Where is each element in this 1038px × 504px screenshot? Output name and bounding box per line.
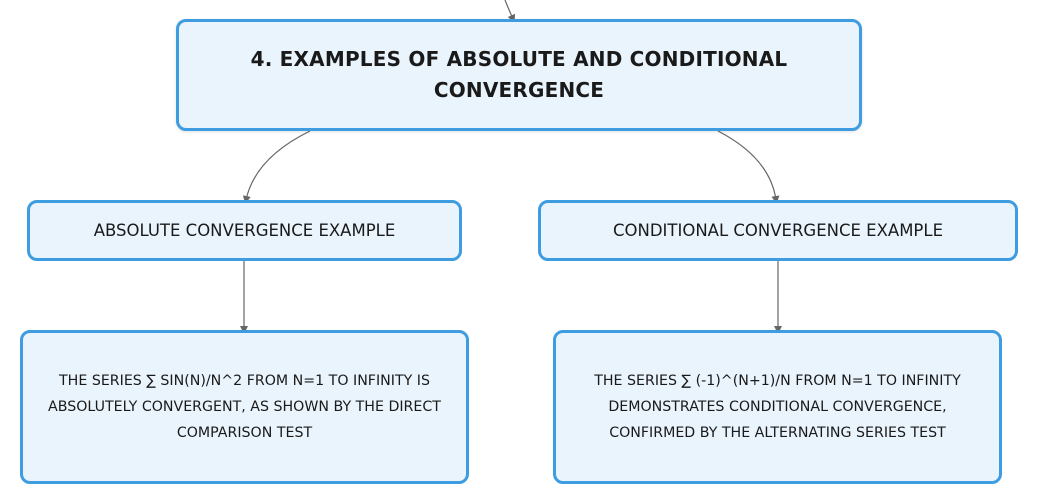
title-node-label: 4. EXAMPLES OF ABSOLUTE AND CONDITIONAL … xyxy=(250,47,788,102)
connector-title-to-absolute xyxy=(242,130,311,204)
absolute-example-detail-text: THE SERIES ∑ SIN(N)/N^2 FROM N=1 TO INFI… xyxy=(48,373,441,441)
conditional-convergence-node[interactable]: CONDITIONAL CONVERGENCE EXAMPLE xyxy=(538,200,1018,261)
conditional-convergence-label: CONDITIONAL CONVERGENCE EXAMPLE xyxy=(612,220,944,240)
absolute-convergence-label: ABSOLUTE CONVERGENCE EXAMPLE xyxy=(93,220,396,240)
title-node[interactable]: 4. EXAMPLES OF ABSOLUTE AND CONDITIONAL … xyxy=(176,19,862,131)
absolute-convergence-node[interactable]: ABSOLUTE CONVERGENCE EXAMPLE xyxy=(27,200,462,261)
conditional-example-detail-node[interactable]: THE SERIES ∑ (-1)^(N+1)/N FROM N=1 TO IN… xyxy=(553,330,1002,484)
connector-title-to-conditional xyxy=(717,130,780,204)
absolute-example-detail-node[interactable]: THE SERIES ∑ SIN(N)/N^2 FROM N=1 TO INFI… xyxy=(20,330,469,484)
parent-connector xyxy=(504,0,516,23)
conditional-example-detail-text: THE SERIES ∑ (-1)^(N+1)/N FROM N=1 TO IN… xyxy=(594,373,961,441)
